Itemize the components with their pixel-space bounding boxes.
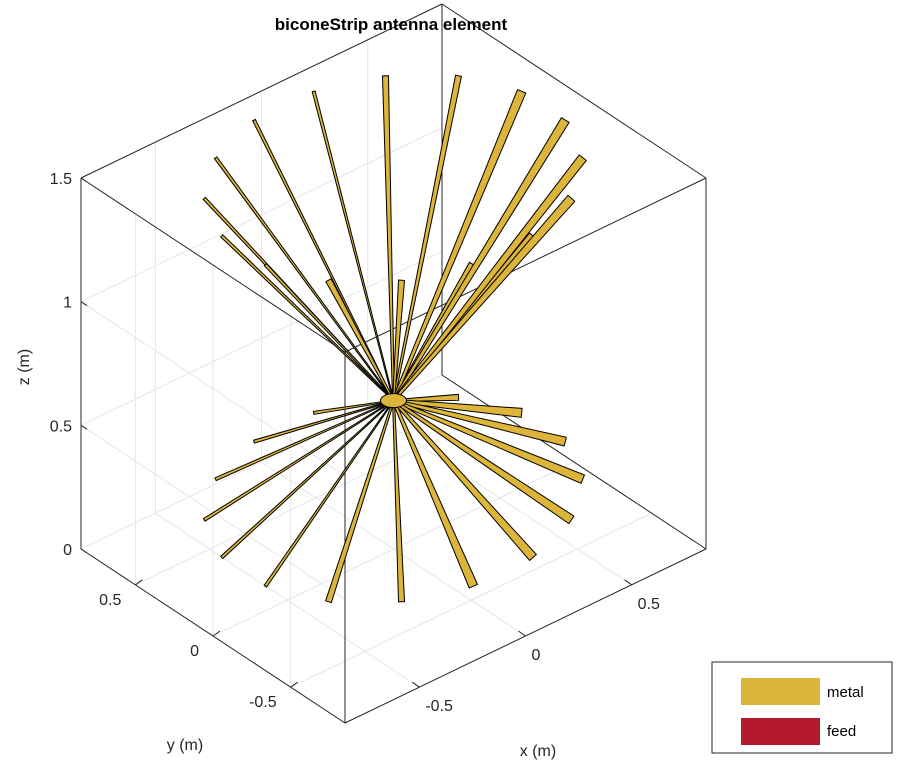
axes-box-edge (344, 177, 707, 353)
grid-line (80, 127, 443, 303)
lower-strip (252, 399, 395, 444)
legend-feed-label: feed (827, 723, 856, 740)
upper-strip (391, 88, 527, 402)
tick-labels: 0 0.5 1 1.5 -0.5 0 0.5 -0.5 0 0.5 (50, 171, 660, 715)
y-axis-label: y (m) (167, 737, 203, 754)
x-tick-label: 0.5 (638, 596, 660, 613)
axes-box-edge (80, 3, 443, 179)
z-tick-label: 0.5 (50, 418, 72, 435)
z-tick-mark (80, 548, 88, 554)
y-tick-label: -0.5 (249, 694, 277, 711)
upper-strip (213, 156, 395, 402)
x-tick-mark (518, 630, 526, 637)
legend: metal feed (711, 661, 893, 754)
z-tick-mark (80, 424, 88, 430)
grid-line (80, 301, 346, 477)
y-tick-label: 0.5 (99, 592, 121, 609)
z-tick-label: 1.5 (50, 171, 72, 188)
x-tick-mark (624, 579, 632, 586)
x-tick-mark (412, 681, 420, 688)
legend-feed-swatch (741, 718, 820, 745)
upper-strip (391, 194, 576, 403)
grid-line (290, 512, 652, 688)
grid-line (80, 250, 443, 426)
feed-junction (380, 393, 407, 409)
y-tick-mark (290, 681, 298, 688)
z-tick-mark (80, 177, 88, 183)
upper-strip (381, 75, 395, 402)
z-axis-label: z (m) (16, 349, 33, 385)
grid-line (212, 461, 575, 637)
legend-metal-swatch (741, 678, 820, 705)
y-tick-mark (212, 630, 221, 637)
lower-strip (202, 399, 395, 522)
axes-box-edge (80, 177, 346, 353)
z-tick-label: 0 (63, 542, 72, 559)
grid-line (135, 410, 497, 586)
upper-strip (391, 154, 588, 403)
z-tick-mark (80, 301, 88, 307)
upper-strip (391, 117, 570, 402)
chart-title: biconeStrip antenna element (275, 15, 508, 34)
axes-box-edge (441, 3, 707, 179)
x-tick-label: -0.5 (425, 698, 453, 715)
x-tick-label: 0 (532, 647, 541, 664)
upper-strip (392, 74, 463, 402)
z-tick-label: 1 (63, 295, 72, 312)
axes-box (80, 3, 707, 724)
legend-metal-label: metal (827, 684, 864, 701)
axes-box-edge (441, 374, 707, 550)
antenna-strips (202, 74, 588, 604)
y-tick-label: 0 (190, 643, 199, 660)
x-axis-label: x (m) (520, 743, 556, 760)
y-tick-mark (135, 579, 143, 586)
upper-strip (311, 90, 395, 402)
